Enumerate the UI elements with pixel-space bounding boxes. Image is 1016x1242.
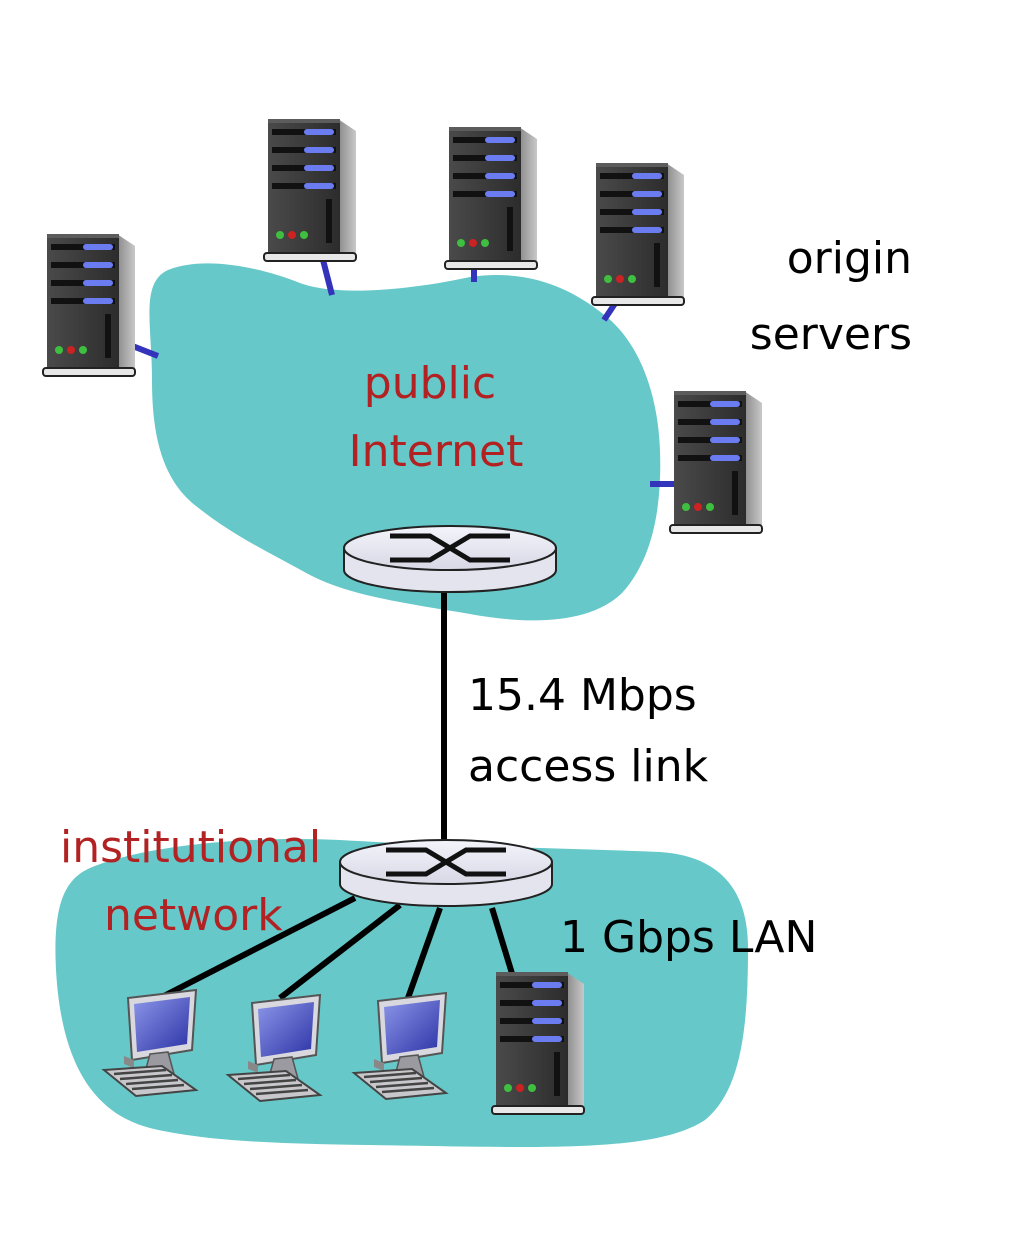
access-link-label-line2: access link [468,741,709,792]
server-icon [491,971,585,1115]
public-internet-label-line2: Internet [349,426,524,477]
access-link-label-line1: 15.4 Mbps [468,670,697,721]
server-icon [263,118,357,262]
lan-wire [278,902,402,1001]
origin-servers-label-line1: origin [787,233,912,284]
institutional-network-label-line2: network [104,890,283,941]
lan-wire [405,906,443,1000]
server-icon [591,162,685,306]
router-icon [340,840,552,906]
origin-servers-label-line2: servers [750,309,912,360]
router-icon [344,526,556,592]
institutional-network-label-line1: institutional [60,822,321,873]
lan-label: 1 Gbps LAN [560,912,817,963]
lan-wire [489,907,517,981]
server-icon [42,233,136,377]
server-icon [669,390,763,534]
lan-wire [158,895,357,1001]
server-link [319,255,335,296]
server-icon [444,126,538,270]
public-internet-cloud [149,263,661,621]
public-internet-label-line1: public [364,358,496,409]
